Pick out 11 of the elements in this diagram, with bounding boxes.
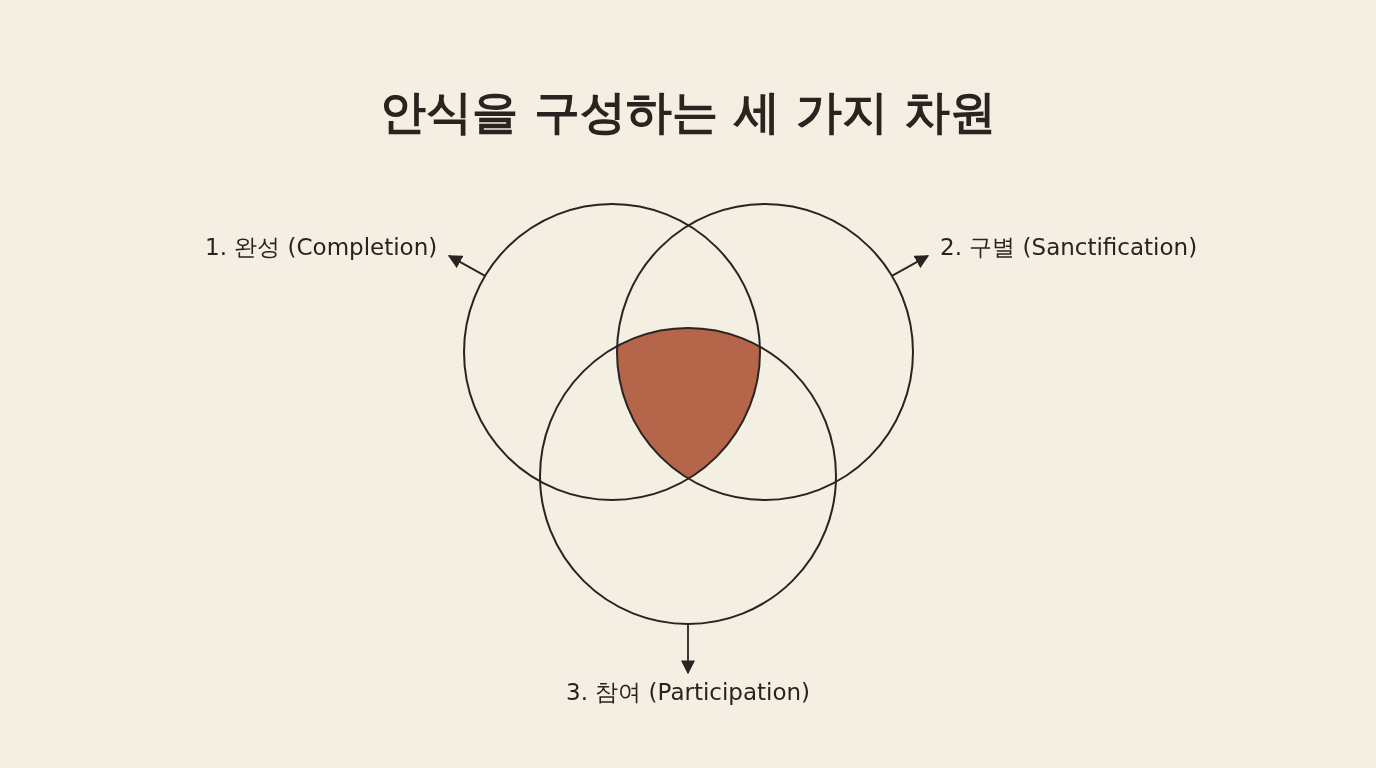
dimension-label: 3. 참여 (Participation) [566,677,811,707]
title: 안식을 구성하는 세 가지 차원 [378,84,998,141]
dimension-label: 2. 구별 (Sanctification) [940,232,1198,262]
overlap-region [617,328,760,479]
venn-circle [616,203,914,501]
arrow [891,254,930,277]
venn-circle [463,203,761,501]
arrow [447,254,486,277]
arrow [681,623,695,675]
venn-circle [539,327,837,625]
dimension-label: 1. 완성 (Completion) [205,232,438,262]
